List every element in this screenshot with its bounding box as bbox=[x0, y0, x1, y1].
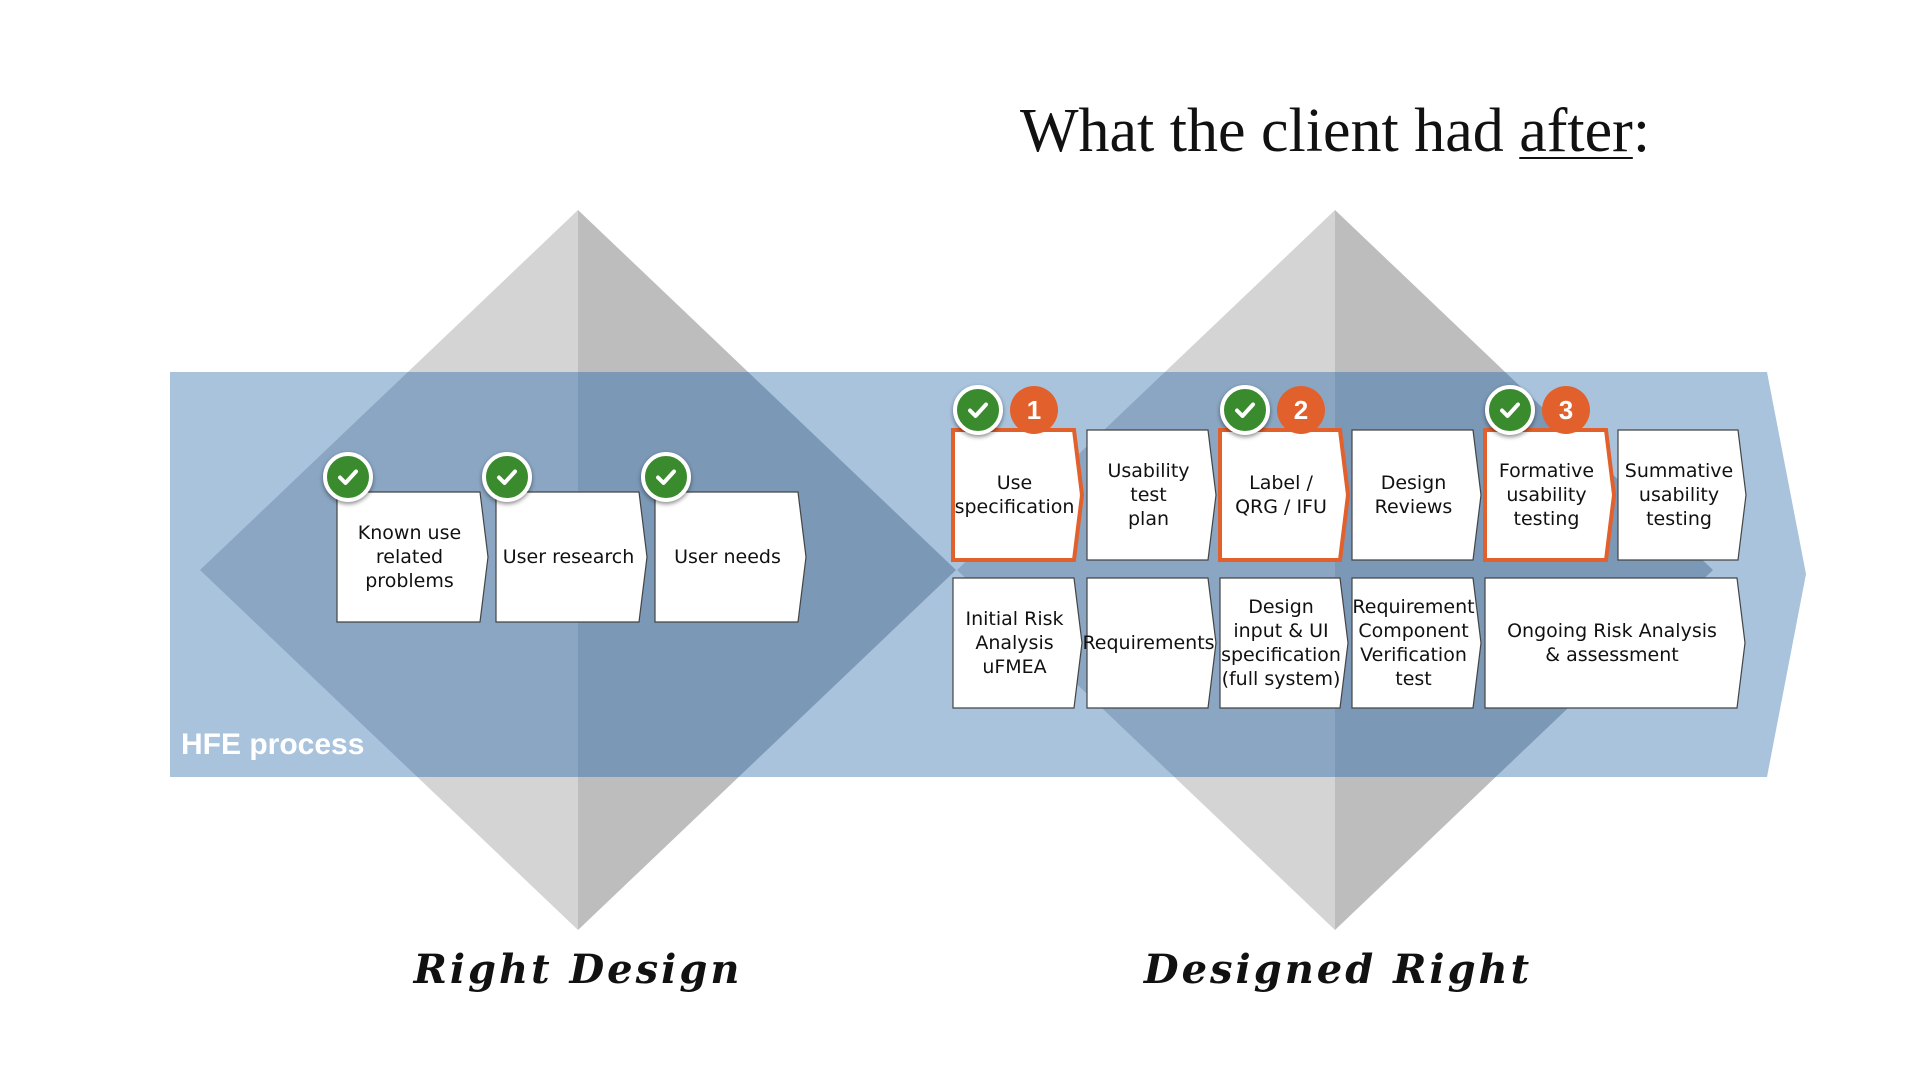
right-bottom-step: Ongoing Risk Analysis & assessment bbox=[1485, 578, 1745, 708]
right-top-step: Usability test plan bbox=[1087, 430, 1216, 560]
phase-label-designed-right: Designed Right bbox=[1143, 946, 1533, 993]
slide-title: What the client had after: bbox=[1020, 97, 1651, 165]
phase-label-right-design: Right Design bbox=[413, 946, 743, 993]
right-bottom-step: Requirements bbox=[1082, 578, 1216, 708]
right-bottom-step: Design input & UI specification (full sy… bbox=[1220, 578, 1348, 708]
right-top-step-text: Design Reviews bbox=[1374, 472, 1453, 518]
step-number-badge: 3 bbox=[1542, 386, 1590, 434]
right-top-step: Label / QRG / IFU bbox=[1220, 430, 1348, 560]
step-number-badge: 1 bbox=[1010, 386, 1058, 434]
right-top-step-text: Formative usability testing bbox=[1498, 460, 1595, 530]
left-step-text: User research bbox=[502, 546, 635, 568]
right-top-step: Formative usability testing bbox=[1485, 430, 1614, 560]
checkmark-icon bbox=[953, 385, 1003, 435]
left-step: User research bbox=[496, 492, 647, 622]
right-top-step: Use specification bbox=[953, 430, 1082, 560]
right-bottom-step: Initial Risk Analysis uFMEA bbox=[953, 578, 1082, 708]
step-chevron bbox=[952, 577, 1083, 709]
checkmark-icon bbox=[641, 452, 691, 502]
step-chevrons bbox=[336, 428, 1747, 709]
highlighted-step-chevron bbox=[1218, 428, 1351, 562]
right-bottom-step-text: Initial Risk Analysis uFMEA bbox=[965, 608, 1064, 678]
right-top-step: Summative usability testing bbox=[1618, 430, 1746, 560]
step-chevron bbox=[1086, 577, 1217, 709]
left-step-chevron bbox=[654, 491, 807, 623]
left-step: User needs bbox=[655, 492, 806, 622]
step-chevron bbox=[1617, 429, 1747, 561]
right-top-step-text: Label / QRG / IFU bbox=[1235, 472, 1327, 518]
right-bottom-step-text: Requirements bbox=[1082, 632, 1215, 654]
checkmark-icon bbox=[323, 452, 373, 502]
step-chevron bbox=[1484, 577, 1746, 709]
right-bottom-step-text: Requirement Component Verification test bbox=[1352, 596, 1475, 690]
checkmark-icon bbox=[1220, 385, 1270, 435]
right-top-step-text: Use specification bbox=[954, 472, 1075, 518]
left-step: Known use related problems bbox=[337, 492, 488, 622]
right-bottom-step-text: Ongoing Risk Analysis & assessment bbox=[1507, 620, 1717, 666]
left-step-text: User needs bbox=[674, 546, 781, 568]
left-step-text: Known use related problems bbox=[357, 522, 462, 592]
right-top-step-text: Summative usability testing bbox=[1624, 460, 1734, 530]
right-top-step-text: Usability test plan bbox=[1107, 460, 1190, 530]
step-chevron bbox=[1351, 577, 1482, 709]
step-chevron bbox=[1351, 429, 1482, 561]
step-chevron bbox=[1219, 577, 1349, 709]
right-bottom-step-text: Design input & UI specification (full sy… bbox=[1221, 596, 1341, 690]
highlighted-step-chevron bbox=[1483, 428, 1617, 562]
step-number-badge: 2 bbox=[1277, 386, 1325, 434]
hfe-process-label: HFE process bbox=[181, 728, 365, 761]
left-step-chevron bbox=[495, 491, 648, 623]
highlighted-step-chevron bbox=[951, 428, 1085, 562]
left-step-chevron bbox=[336, 491, 489, 623]
checkmark-icon bbox=[1485, 385, 1535, 435]
right-bottom-step: Requirement Component Verification test bbox=[1352, 578, 1481, 708]
checkmark-icon bbox=[482, 452, 532, 502]
title-emphasis: after bbox=[1519, 97, 1633, 165]
right-top-step: Design Reviews bbox=[1352, 430, 1481, 560]
step-chevron bbox=[1086, 429, 1217, 561]
